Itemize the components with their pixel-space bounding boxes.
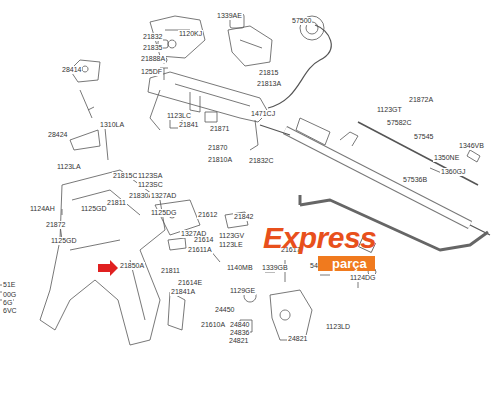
callout-number: 21870 xyxy=(207,144,228,152)
callout-number: 1129GE xyxy=(229,287,256,295)
callout-number: 21610A xyxy=(200,321,226,329)
watermark: Express xyxy=(262,222,377,254)
callout-number: 21841 xyxy=(178,121,199,129)
callout-number: 1123SC xyxy=(137,181,164,189)
callout-number: 57545 xyxy=(413,133,434,141)
callout-number: 1327AD xyxy=(150,192,177,200)
callout-number: 24450 xyxy=(214,306,235,314)
callout-number: 1140MB xyxy=(226,264,254,272)
pointer-arrow xyxy=(98,260,118,276)
callout-number: 21810A xyxy=(207,156,233,164)
callout-number: 1471CJ xyxy=(250,110,276,118)
callout-number: 1310LA xyxy=(99,121,125,129)
callout-number: 21850A xyxy=(119,262,145,270)
callout-number: 1339GB xyxy=(261,264,289,272)
callout-number: 28414 xyxy=(61,66,82,74)
callout-number: 1124AH xyxy=(29,205,56,213)
callout-number: 1123LE xyxy=(218,241,244,249)
callout-number: 21611A xyxy=(187,246,213,254)
callout-number: 51E xyxy=(2,281,16,289)
callout-number: 1120KJ xyxy=(178,30,203,38)
callout-number: 1124DG xyxy=(349,274,377,282)
callout-number: 21842 xyxy=(233,213,254,221)
callout-number: 21614 xyxy=(193,236,214,244)
callout-number: 28424 xyxy=(47,131,68,139)
callout-number: 1123LC xyxy=(166,112,192,120)
callout-number: 21872A xyxy=(408,96,434,104)
callout-number: 1123LD xyxy=(325,323,351,331)
callout-number: 21614E xyxy=(177,279,203,287)
callout-number: 24821 xyxy=(228,337,249,345)
subframe xyxy=(40,170,165,345)
callout-number: 21811 xyxy=(160,267,181,275)
callout-number: 21832C xyxy=(248,157,275,165)
callout-number: 1123LA xyxy=(56,163,82,171)
callout-number: 6VC xyxy=(2,307,18,315)
callout-number: 21841A xyxy=(170,288,196,296)
callout-number: 21832 xyxy=(142,33,163,41)
callout-number: 21888A xyxy=(140,55,166,63)
callout-number: 1346VB xyxy=(458,142,485,150)
callout-number: 24840 xyxy=(229,321,250,329)
callout-number: 21872 xyxy=(45,221,66,229)
callout-number: 1123GT xyxy=(376,106,403,114)
callout-number: 1350NE xyxy=(433,154,460,162)
callout-number: 1125GD xyxy=(80,205,108,213)
callout-number: 00G xyxy=(2,291,17,299)
callout-number: 1123SA xyxy=(137,172,163,180)
callout-number: 21813A xyxy=(256,80,282,88)
callout-number: 1125GD xyxy=(50,237,78,245)
callout-number: 1339AE xyxy=(216,12,243,20)
callout-number: 21815C xyxy=(112,172,139,180)
callout-number: 21835 xyxy=(142,44,163,52)
callout-number: 125DF xyxy=(140,68,163,76)
callout-number: 21815 xyxy=(258,69,279,77)
callout-number: 57500 xyxy=(291,17,312,25)
callout-number: 1360GJ xyxy=(440,168,467,176)
callout-number: 21612 xyxy=(197,211,218,219)
callout-number: 24821 xyxy=(287,335,308,343)
callout-number: 21811 xyxy=(106,199,127,207)
callout-number: 21871 xyxy=(209,125,230,133)
callout-number: 1123GV xyxy=(218,232,245,240)
watermark: parça xyxy=(318,256,375,271)
callout-number: 24836 xyxy=(229,329,250,337)
callout-number: 6G xyxy=(2,299,13,307)
callout-number: 1125DG xyxy=(150,209,178,217)
callout-number: 57582C xyxy=(386,119,413,127)
callout-number: 57536B xyxy=(402,176,428,184)
